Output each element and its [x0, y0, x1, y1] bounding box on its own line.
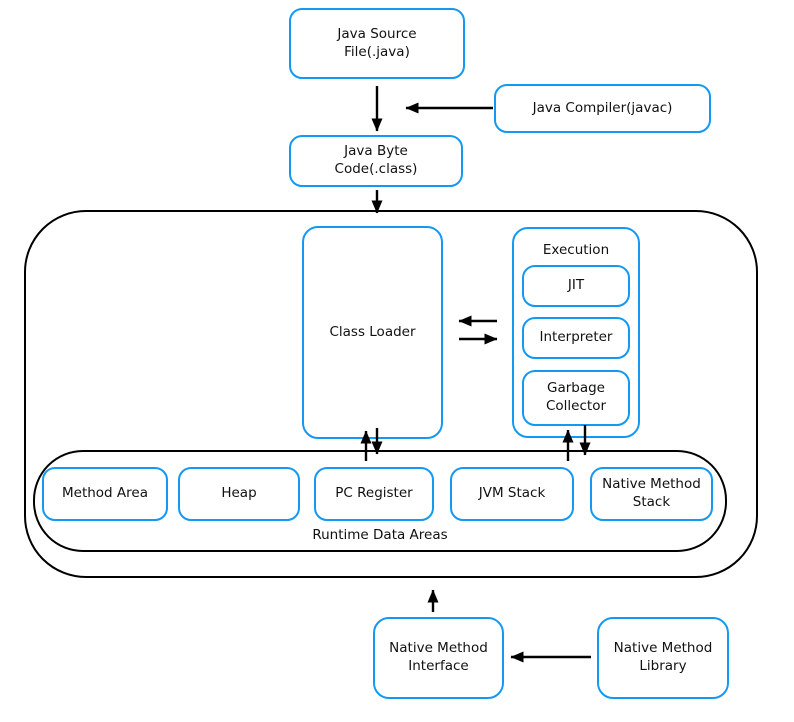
node-class-loader: Class Loader — [302, 226, 443, 439]
node-native-method-library: Native Method Library — [597, 617, 729, 699]
node-label-pc-register: PC Register — [335, 485, 413, 502]
node-java-source-file: Java Source File(.java) — [289, 8, 465, 79]
node-label-java-byte-code: Java Byte Code(.class) — [334, 143, 418, 177]
node-label-jit: JIT — [567, 277, 585, 294]
node-jvm-stack: JVM Stack — [450, 467, 574, 521]
node-method-area: Method Area — [42, 467, 168, 521]
node-native-method-stack: Native Method Stack — [590, 467, 713, 521]
node-pc-register: PC Register — [314, 467, 434, 521]
node-jit: JIT — [522, 265, 630, 307]
node-label-native-method-library: Native Method Library — [613, 640, 713, 674]
node-native-method-interface: Native Method Interface — [373, 617, 504, 699]
node-heap: Heap — [178, 467, 300, 521]
node-java-byte-code: Java Byte Code(.class) — [289, 135, 463, 187]
node-label-native-method-interface: Native Method Interface — [389, 640, 488, 674]
node-label-execution: Execution — [542, 242, 610, 258]
node-interpreter: Interpreter — [522, 317, 630, 359]
runtime-data-areas-label: Runtime Data Areas — [312, 527, 448, 543]
node-label-heap: Heap — [221, 485, 257, 502]
node-label-interpreter: Interpreter — [539, 329, 613, 346]
node-label-jvm-stack: JVM Stack — [478, 485, 546, 502]
node-label-method-area: Method Area — [62, 485, 148, 502]
node-garbage-collector: Garbage Collector — [522, 370, 630, 426]
node-java-compiler: Java Compiler(javac) — [494, 84, 711, 133]
node-label-java-source-file: Java Source File(.java) — [337, 25, 417, 60]
node-label-class-loader: Class Loader — [329, 323, 416, 340]
node-label-native-method-stack: Native Method Stack — [602, 476, 701, 510]
node-label-java-compiler: Java Compiler(javac) — [532, 99, 673, 116]
node-label-garbage-collector: Garbage Collector — [545, 380, 607, 414]
